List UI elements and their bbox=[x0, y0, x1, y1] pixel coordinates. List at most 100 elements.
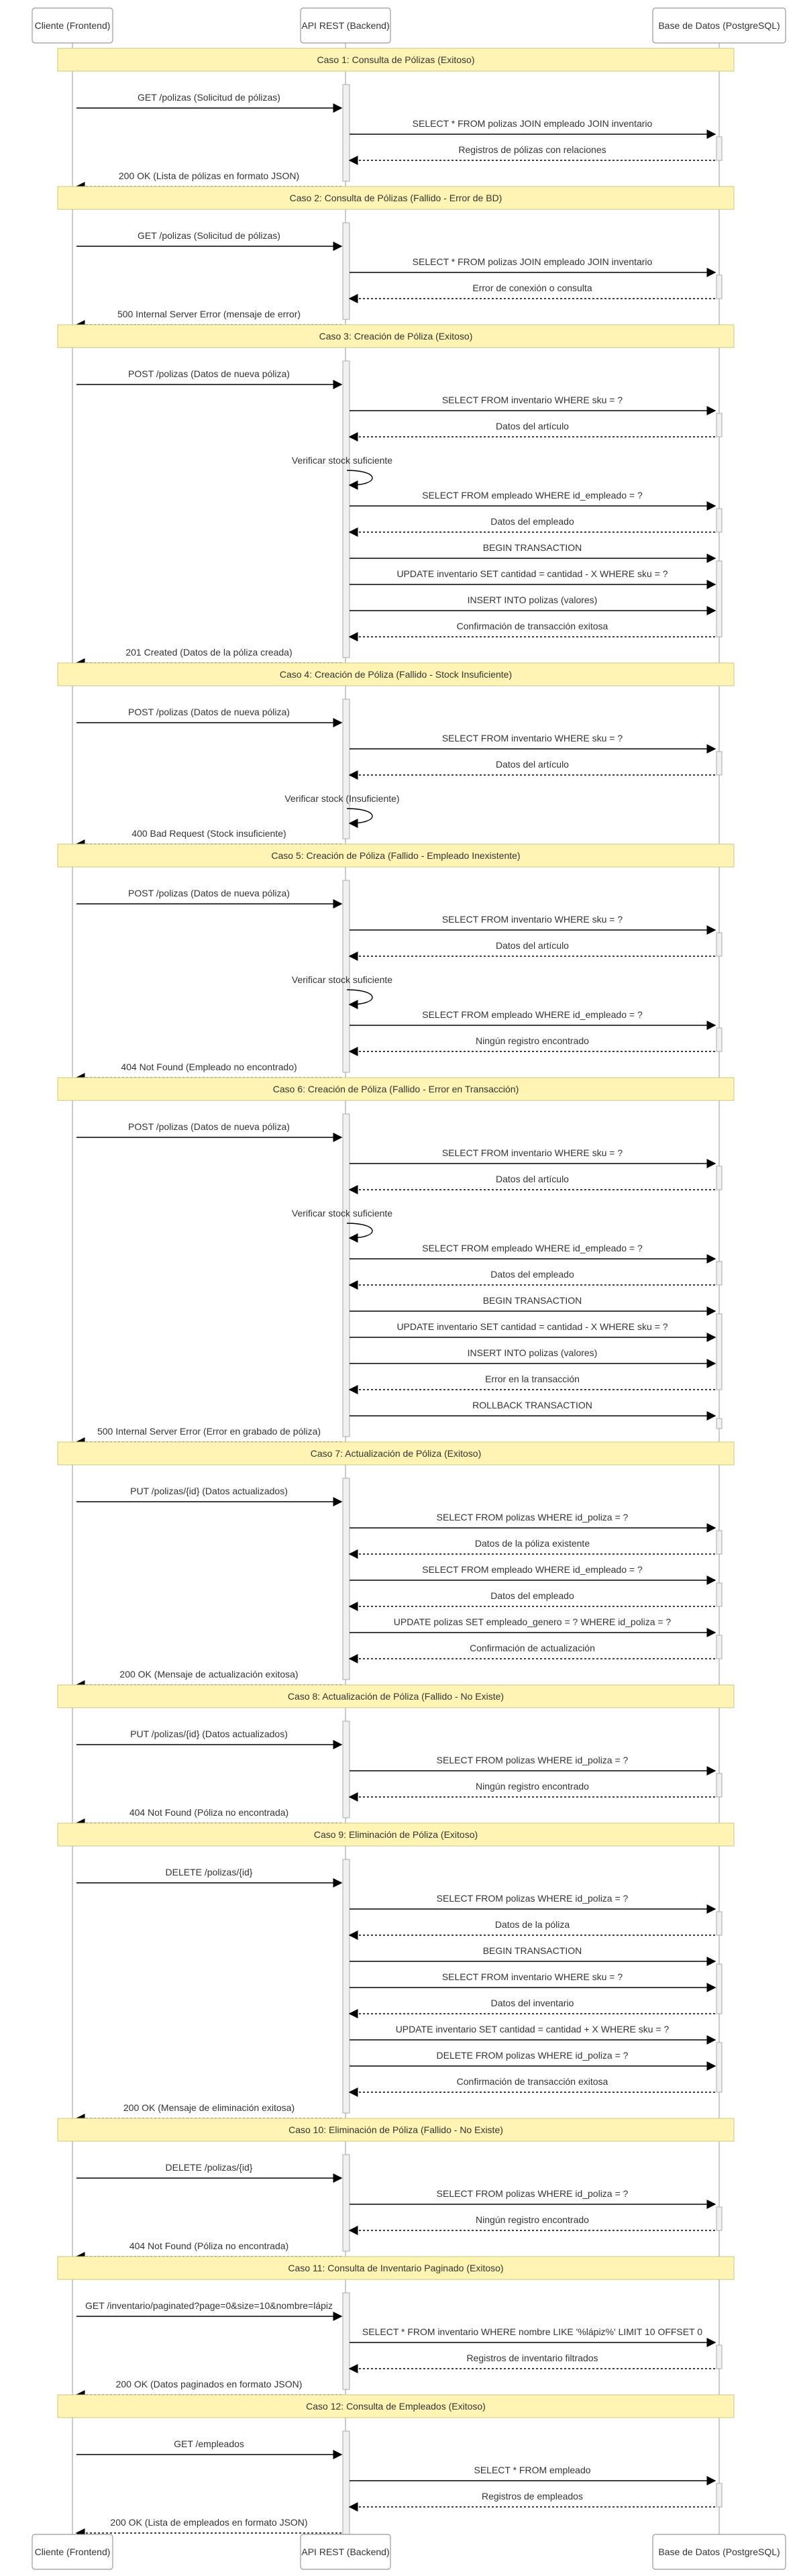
activation-db bbox=[716, 751, 723, 776]
reply-label: 404 Not Found (Póliza no encontrada) bbox=[129, 1807, 288, 1818]
message-label: SELECT * FROM empleado bbox=[474, 2465, 590, 2475]
message-label: GET /empleados bbox=[174, 2438, 244, 2449]
participant-box-api-top: API REST (Backend) bbox=[300, 7, 391, 44]
lifelines bbox=[72, 43, 720, 2534]
case-note bbox=[57, 662, 735, 686]
self-message-label: Verificar stock suficiente bbox=[292, 974, 392, 985]
participant-label: API REST (Backend) bbox=[301, 2546, 389, 2557]
reply-label: Datos del artículo bbox=[496, 1174, 569, 1184]
activation-db bbox=[716, 2483, 723, 2508]
participant-label: Base de Datos (PostgreSQL) bbox=[658, 20, 780, 31]
reply-label: Datos de la póliza bbox=[495, 1919, 570, 1930]
message-list: Caso 1: Consulta de Pólizas (Exitoso) GET… bbox=[57, 48, 735, 2538]
reply-label: 200 OK (Datos paginados en formato JSON) bbox=[116, 2379, 303, 2389]
reply-label: 404 Not Found (Empleado no encontrado) bbox=[121, 1062, 297, 1072]
reply-label: Registros de inventario filtrados bbox=[466, 2353, 598, 2363]
case-note bbox=[57, 843, 735, 868]
participant-box-client-top: Cliente (Frontend) bbox=[32, 7, 113, 44]
case-note bbox=[57, 1077, 735, 1101]
message-label: GET /polizas (Solicitud de pólizas) bbox=[138, 92, 280, 103]
self-message-arrow bbox=[346, 808, 373, 828]
case-note bbox=[57, 2394, 735, 2418]
activation-db bbox=[716, 1418, 723, 1429]
self-message-label: Verificar stock (Insuficiente) bbox=[284, 793, 399, 804]
message-label: SELECT FROM empleado WHERE id_empleado =… bbox=[422, 1243, 643, 1253]
message-label: INSERT INTO polizas (valores) bbox=[468, 1347, 598, 1358]
message-label: SELECT FROM polizas WHERE id_poliza = ? bbox=[437, 2188, 629, 2199]
activation-api bbox=[342, 360, 350, 658]
activation-db bbox=[716, 2206, 723, 2231]
case-note-label: Caso 5: Creación de Póliza (Fallido - Em… bbox=[271, 850, 520, 861]
message-label: UPDATE inventario SET cantidad = cantida… bbox=[396, 2024, 670, 2034]
activation-api bbox=[342, 880, 350, 1073]
self-message-label: Verificar stock suficiente bbox=[292, 455, 392, 466]
reply-label: 400 Bad Request (Stock insuficiente) bbox=[131, 828, 286, 839]
reply-label: Datos del empleado bbox=[490, 1269, 574, 1280]
message-label: SELECT * FROM inventario WHERE nombre LI… bbox=[362, 2326, 702, 2337]
activation-db bbox=[716, 2345, 723, 2369]
reply-label: Datos del empleado bbox=[490, 1590, 574, 1601]
case-note bbox=[57, 1441, 735, 1465]
activation-db bbox=[716, 1313, 723, 1390]
message-label: PUT /polizas/{id} (Datos actualizados) bbox=[130, 1486, 288, 1496]
message-label: SELECT FROM polizas WHERE id_poliza = ? bbox=[437, 1512, 629, 1523]
reply-label: 404 Not Found (Póliza no encontrada) bbox=[129, 2240, 288, 2251]
self-message-arrow bbox=[346, 1223, 373, 1243]
message-label: UPDATE inventario SET cantidad = cantida… bbox=[396, 1321, 668, 1332]
activation-api bbox=[342, 1113, 350, 1437]
reply-label: Ningún registro encontrado bbox=[476, 1035, 589, 1046]
activation-api bbox=[342, 2154, 350, 2252]
activation-api bbox=[342, 84, 350, 182]
activation-db bbox=[716, 1261, 723, 1286]
message-label: SELECT FROM empleado WHERE id_empleado =… bbox=[422, 490, 643, 501]
participants: Cliente (Frontend)Cliente (Frontend)API … bbox=[32, 7, 786, 2570]
case-note-label: Caso 11: Consulta de Inventario Paginado… bbox=[288, 2263, 503, 2273]
message-label: SELECT FROM polizas WHERE id_poliza = ? bbox=[437, 1755, 629, 1765]
participant-box-db-top: Base de Datos (PostgreSQL) bbox=[652, 7, 786, 44]
activation-db bbox=[716, 274, 723, 299]
message-label: DELETE /polizas/{id} bbox=[166, 2162, 253, 2173]
message-label: DELETE FROM polizas WHERE id_poliza = ? bbox=[437, 2050, 629, 2061]
reply-label: Error en la transacción bbox=[485, 1374, 580, 1384]
self-message-label: Verificar stock suficiente bbox=[292, 1208, 392, 1219]
message-label: POST /polizas (Datos de nueva póliza) bbox=[128, 888, 290, 898]
message-label: SELECT FROM inventario WHERE sku = ? bbox=[442, 914, 623, 925]
reply-label: Datos del empleado bbox=[490, 516, 574, 527]
activation-db bbox=[716, 508, 723, 533]
message-label: GET /inventario/paginated?page=0&size=10… bbox=[85, 2300, 333, 2311]
reply-label: Datos del artículo bbox=[496, 759, 569, 770]
case-note-label: Caso 4: Creación de Póliza (Fallido - St… bbox=[280, 669, 512, 680]
message-label: POST /polizas (Datos de nueva póliza) bbox=[128, 368, 290, 379]
activation-db bbox=[716, 932, 723, 957]
case-note-label: Caso 9: Eliminación de Póliza (Exitoso) bbox=[314, 1829, 478, 1840]
message-label: BEGIN TRANSACTION bbox=[483, 542, 582, 553]
case-note-label: Caso 1: Consulta de Pólizas (Exitoso) bbox=[317, 54, 475, 65]
message-label: SELECT FROM inventario WHERE sku = ? bbox=[442, 1971, 623, 1982]
case-note bbox=[57, 2256, 735, 2280]
case-note-label: Caso 3: Creación de Póliza (Exitoso) bbox=[319, 331, 473, 342]
activation-db bbox=[716, 1582, 723, 1607]
activation-api bbox=[342, 2292, 350, 2390]
activation-api bbox=[342, 222, 350, 320]
case-note bbox=[57, 1684, 735, 1708]
reply-label: Registros de empleados bbox=[482, 2491, 583, 2502]
participant-box-db-bottom: Base de Datos (PostgreSQL) bbox=[652, 2534, 786, 2570]
reply-label: Error de conexión o consulta bbox=[472, 282, 592, 293]
reply-label: 500 Internal Server Error (mensaje de er… bbox=[117, 309, 301, 319]
message-label: POST /polizas (Datos de nueva póliza) bbox=[128, 1121, 290, 1132]
message-label: SELECT FROM inventario WHERE sku = ? bbox=[442, 733, 623, 743]
self-message-arrow bbox=[346, 470, 373, 490]
reply-label: Datos del artículo bbox=[496, 940, 569, 951]
reply-label: Registros de pólizas con relaciones bbox=[458, 144, 606, 155]
activation-api bbox=[342, 1720, 350, 1818]
case-note bbox=[57, 48, 735, 72]
message-label: DELETE /polizas/{id} bbox=[166, 1867, 253, 1877]
message-label: BEGIN TRANSACTION bbox=[483, 1295, 582, 1306]
message-label: SELECT FROM empleado WHERE id_empleado =… bbox=[422, 1009, 643, 1020]
activation-db bbox=[716, 136, 723, 161]
message-label: UPDATE inventario SET cantidad = cantida… bbox=[396, 568, 668, 579]
activation-db bbox=[716, 1911, 723, 1936]
activation-db bbox=[716, 560, 723, 637]
activation-db bbox=[716, 1635, 723, 1659]
